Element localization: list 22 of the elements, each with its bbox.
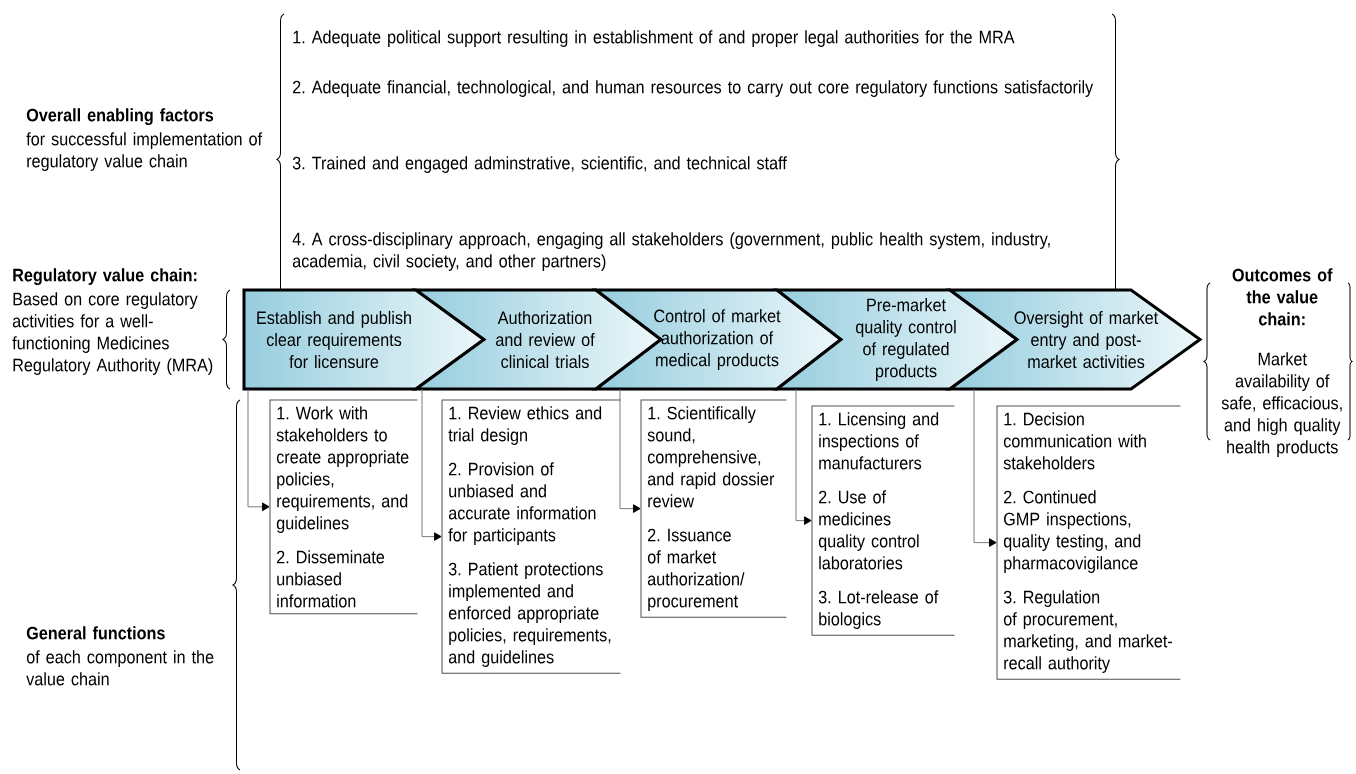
function-box: 1. Review ethics and trial design 2. Provision of unbiased and accurate information for participants 3. Patient protections implemented and enforced appropriate policies, requirements, and guidelines: [441, 399, 621, 674]
function-box: 1. Decision communication with stakeholders 2. Continued GMP inspections, quality testing, and pharmacovigilance 3. Regulation of procurement, marketing, and market-recall authority: [996, 405, 1181, 680]
description: Market availability of safe, efficacious, and high quality health products: [1221, 352, 1342, 457]
description: of each component in the value chain: [26, 650, 214, 686]
connector-arrow: [619, 388, 641, 513]
heading: Regulatory value chain:: [13, 268, 197, 286]
description: for successful implementation of regulatory value chain: [26, 132, 263, 171]
heading: Outcomes of the value chain:: [1232, 268, 1333, 326]
connector-arrow: [973, 388, 997, 547]
factor-text: 2. Adequate financial, technological, and human resources to carry out core regulatory functions satisfactorily: [293, 80, 1094, 97]
heading: Overall enabling factors: [26, 108, 214, 126]
connector-arrow: [421, 388, 442, 541]
function-box: 1. Licensing and inspections of manufacturers 2. Use of medicines quality control laboratories 3. Lot-release of biologics: [811, 405, 955, 636]
factor-text: 4. A cross-disciplinary approach, engaging all stakeholders (government, public health system, industry, academia, civil society, and other partners): [292, 232, 1050, 271]
factor-text: 1. Adequate political support resulting in establishment of and proper legal authorities for the MRA: [293, 30, 1015, 47]
function-box: 1. Work with stakeholders to create appropriate policies, requirements, and guidelines 2. Disseminate unbiased information: [269, 399, 418, 615]
connector-arrow: [247, 388, 270, 512]
factor-text: 3. Trained and engaged adminstrative, scientific, and technical staff: [292, 156, 787, 173]
function-box: 1. Scientifically sound, comprehensive, and rapid dossier review 2. Issuance of market authorization/ procurement: [640, 399, 787, 618]
description: Based on core regulatory activities for a well-functioning Medicines Regulatory Authority (MRA): [12, 292, 213, 375]
connector-arrow: [795, 388, 812, 525]
heading: General functions: [26, 626, 165, 640]
